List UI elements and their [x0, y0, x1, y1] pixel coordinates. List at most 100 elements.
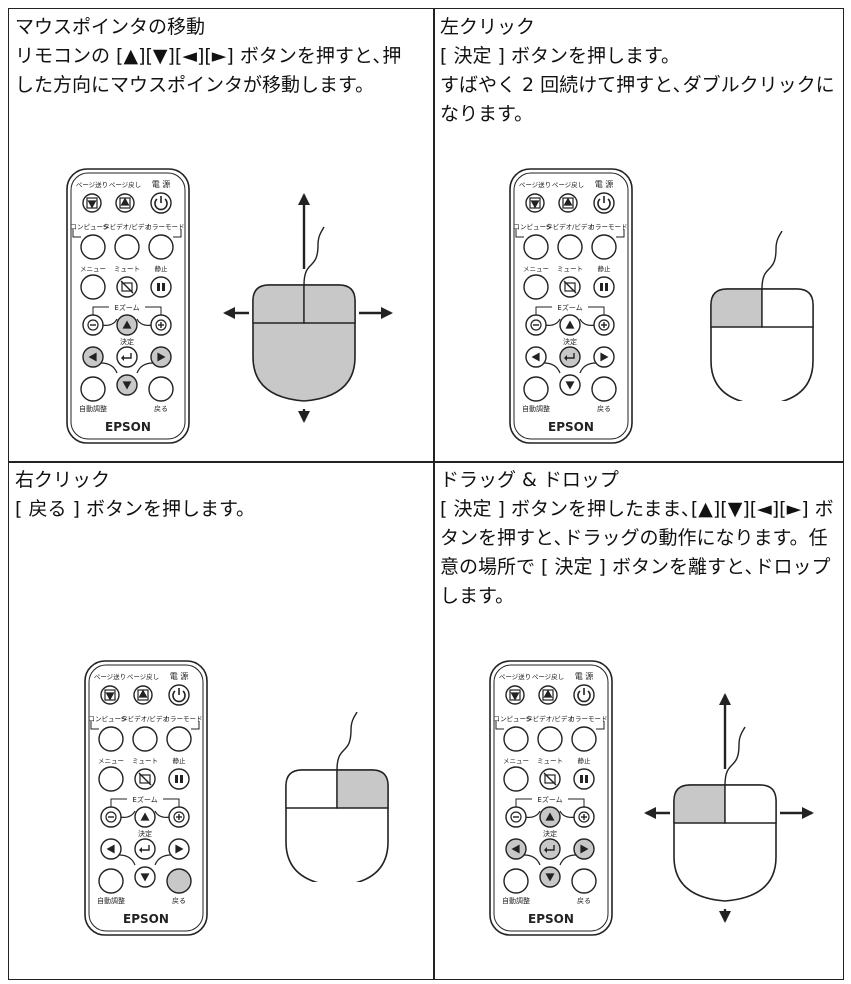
menu-label: メニュー [80, 265, 106, 273]
back-button [571, 868, 597, 894]
auto-adjust-button [80, 376, 106, 402]
zoom-in-button [593, 314, 615, 336]
back-label: 戻る [172, 896, 186, 905]
zoom-in-button [573, 806, 595, 828]
mouse-cord [303, 226, 325, 286]
down-button [559, 374, 581, 396]
panel-text: ドラッグ & ドロップ [ 決定 ] ボタンを押したまま､[▲][▼][◄][►… [440, 466, 845, 611]
color-mode-button [148, 234, 174, 260]
brand-logo: EPSON [123, 912, 169, 926]
svideo-label: S-ビデオ/ビデオ [103, 222, 151, 231]
up-button [116, 314, 138, 336]
power-label: 電 源 [595, 180, 614, 189]
page-up-button [133, 685, 153, 705]
ezoom-label: Eズーム [132, 795, 157, 804]
page-down-button [82, 193, 102, 213]
zoom-in-button [168, 806, 190, 828]
page-down-button [525, 193, 545, 213]
auto-adjust-button [523, 376, 549, 402]
menu-label: メニュー [523, 265, 549, 273]
menu-button [523, 274, 549, 300]
power-label: 電 源 [152, 180, 171, 189]
mouse-right-button [303, 284, 356, 324]
zoom-out-button [505, 806, 527, 828]
freeze-label: 静止 [173, 756, 187, 765]
menu-button [98, 766, 124, 792]
grid-divider-vertical [433, 9, 435, 979]
mute-button [116, 276, 138, 298]
page-down-button [505, 685, 525, 705]
brand-logo: EPSON [105, 420, 151, 434]
remote-control-svg: ページ送りページ戻し電 源コンピュータS-ビデオ/ビデオカラーモードメニューミュ… [84, 660, 208, 936]
power-label: 電 源 [575, 672, 594, 681]
left-button [82, 346, 104, 368]
mouse-left-button [710, 288, 763, 328]
color-mode-label: カラーモード [164, 715, 203, 723]
panel-title: マウスポインタの移動 [15, 16, 206, 38]
panel-text: 右クリック [ 戻る ] ボタンを押します。 [15, 466, 420, 524]
arrow-down-icon [298, 409, 310, 423]
color-mode-button [166, 726, 192, 752]
svideo-label: S-ビデオ/ビデオ [121, 714, 169, 723]
back-button [148, 376, 174, 402]
color-mode-button [591, 234, 617, 260]
mouse-svg [644, 693, 814, 923]
computer-button [523, 234, 549, 260]
enter-button [116, 346, 138, 368]
mouse-right-button [336, 769, 389, 809]
zoom-out-button [525, 314, 547, 336]
remote-control-svg: ページ送りページ戻し電 源コンピュータS-ビデオ/ビデオカラーモードメニューミュ… [66, 168, 190, 444]
page-up-button [558, 193, 578, 213]
computer-label: コンピュータ [89, 714, 128, 723]
panel-title: 右クリック [15, 469, 111, 491]
right-button [168, 838, 190, 860]
panel-body: [ 決定 ] ボタンを押します。 すばやく 2 回続けて押すと､ダブルクリックに… [440, 45, 835, 125]
mouse-left-button [673, 784, 726, 824]
menu-button [80, 274, 106, 300]
page-down-label: ページ送り [519, 180, 551, 189]
right-button [593, 346, 615, 368]
enter-label: 決定 [563, 337, 577, 346]
panel-title: 左クリック [440, 16, 536, 38]
enter-label: 決定 [120, 337, 134, 346]
svideo-label: S-ビデオ/ビデオ [546, 222, 594, 231]
ezoom-label: Eズーム [537, 795, 562, 804]
mouse-left-button [252, 284, 305, 324]
page-down-button [100, 685, 120, 705]
zoom-in-button [150, 314, 172, 336]
freeze-label: 静止 [155, 264, 169, 273]
mute-button [559, 276, 581, 298]
power-button [593, 192, 615, 214]
mouse-svg [285, 711, 389, 887]
ezoom-label: Eズーム [557, 303, 582, 312]
back-button [591, 376, 617, 402]
freeze-button [150, 276, 172, 298]
mouse-right-button [724, 784, 777, 824]
down-button [539, 866, 561, 888]
arrow-right-icon [780, 807, 814, 819]
arrow-left-icon [644, 807, 670, 819]
mouse-right-button [761, 288, 814, 328]
computer-button [98, 726, 124, 752]
mouse-left-button [285, 769, 338, 809]
computer-button [80, 234, 106, 260]
freeze-label: 静止 [578, 756, 592, 765]
mute-button [134, 768, 156, 790]
mute-label: ミュート [114, 265, 140, 273]
color-mode-label: カラーモード [146, 223, 185, 231]
zoom-out-button [82, 314, 104, 336]
mouse-cord [336, 711, 358, 771]
auto-adjust-label: 自動調整 [79, 404, 107, 413]
mouse-cord [761, 230, 783, 290]
page-up-label: ページ戻し [532, 672, 564, 681]
computer-label: コンピュータ [514, 222, 553, 231]
panel-drag-drop: ドラッグ & ドロップ [ 決定 ] ボタンを押したまま､[▲][▼][◄][►… [434, 462, 844, 979]
panel-text: 左クリック [ 決定 ] ボタンを押します。 すばやく 2 回続けて押すと､ダブ… [440, 13, 845, 129]
page-up-label: ページ戻し [127, 672, 159, 681]
back-button [166, 868, 192, 894]
brand-logo: EPSON [528, 912, 574, 926]
arrow-down-icon [719, 909, 731, 923]
zoom-out-button [100, 806, 122, 828]
